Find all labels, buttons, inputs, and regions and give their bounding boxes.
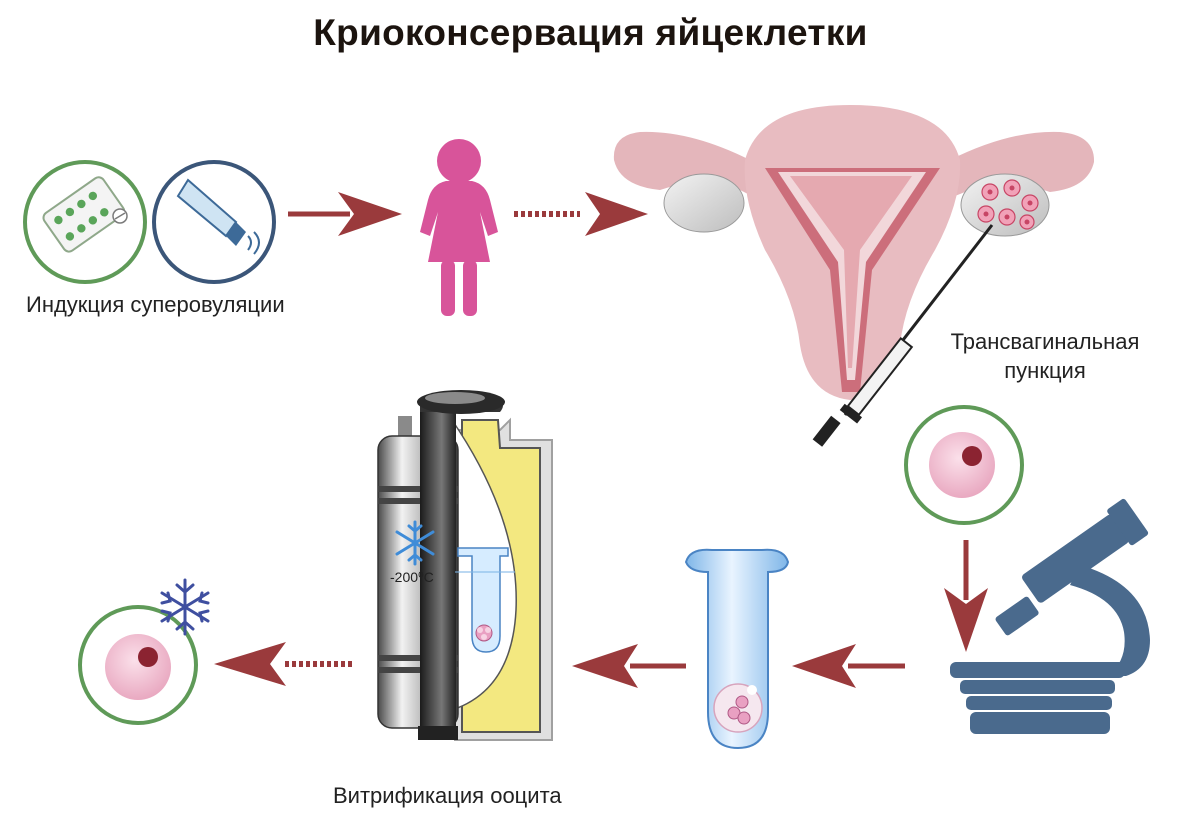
microscope-icon — [950, 498, 1150, 734]
oocyte-icon — [904, 405, 1024, 525]
arrow-icon — [214, 642, 352, 686]
ultrasound-probe-icon — [152, 160, 276, 284]
arrow-icon — [514, 192, 648, 236]
arrow-icon — [288, 192, 402, 236]
temperature-label: -200⁰C — [390, 569, 434, 585]
snowflake-icon — [395, 520, 435, 566]
uterus-icon — [613, 105, 1095, 400]
arrow-icon — [572, 644, 686, 688]
arrow-icon — [944, 540, 988, 652]
diagram-title: Криоконсервация яйцеклетки — [313, 12, 868, 53]
test-tube-icon — [684, 548, 790, 750]
cryo-tank-icon — [377, 390, 553, 741]
pills-icon — [23, 160, 147, 284]
arrow-icon — [792, 644, 905, 688]
needle-icon — [812, 224, 994, 447]
frozen-oocyte-icon — [78, 605, 198, 725]
step-label-induction: Индукция суперовуляции — [26, 292, 285, 317]
step-label-vitrification: Витрификация ооцита — [333, 783, 562, 808]
woman-icon — [420, 139, 498, 316]
step-label-puncture: Трансвагинальная пункция — [950, 329, 1140, 383]
snowflake-icon — [160, 578, 210, 636]
